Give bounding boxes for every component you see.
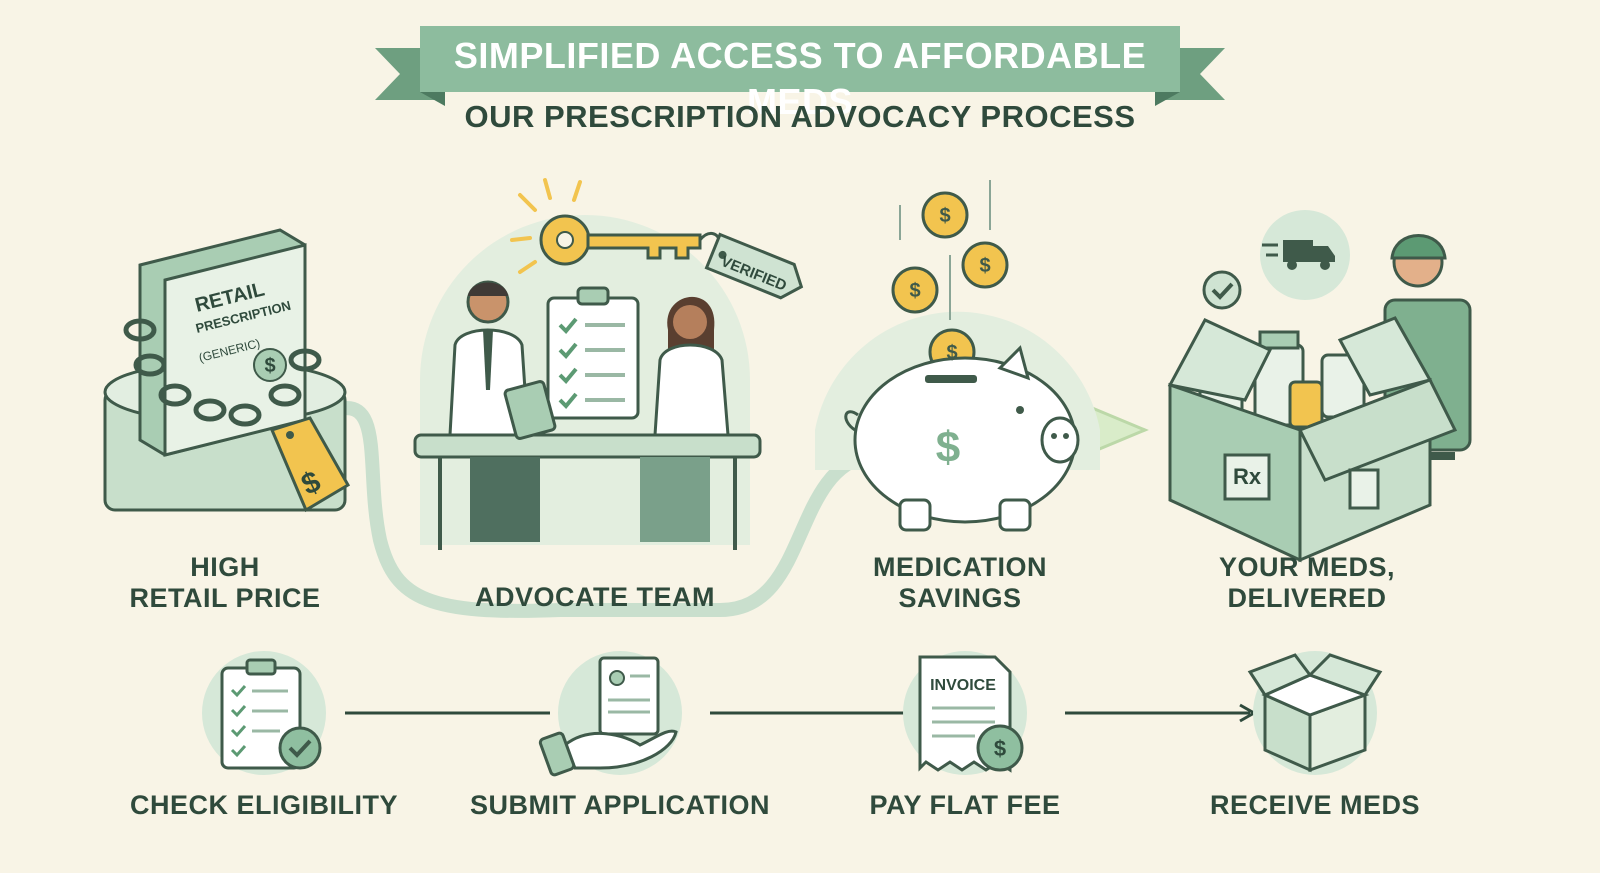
step-label-receive-meds: RECEIVE MEDS xyxy=(1209,790,1421,820)
stage-label-advocate-team: ADVOCATE TEAM xyxy=(455,582,735,613)
clipboard-check-icon xyxy=(202,651,326,775)
invoice-icon xyxy=(903,651,1027,775)
page-title: SIMPLIFIED ACCESS TO AFFORDABLE MEDS xyxy=(453,35,1147,122)
check-badge-icon xyxy=(1202,270,1242,310)
stage-label-high-retail-price: HIGH RETAIL PRICE xyxy=(85,552,365,614)
step-label-pay-flat-fee: PAY FLAT FEE xyxy=(869,790,1061,820)
stage-label-line: DELIVERED xyxy=(1227,583,1387,613)
page-subtitle: OUR PRESCRIPTION ADVOCACY PROCESS xyxy=(464,99,1136,134)
rx-symbol: Rx xyxy=(1233,464,1262,489)
svg-text:$: $ xyxy=(939,205,950,227)
step-label-check-eligibility: CHECK ELIGIBILITY xyxy=(129,790,398,820)
advocate-team-illustration xyxy=(413,178,804,550)
stage-label-line: ADVOCATE TEAM xyxy=(475,582,715,612)
svg-text:$: $ xyxy=(909,280,920,302)
chained-prescription-box-icon xyxy=(103,228,351,513)
step-label-submit-application: SUBMIT APPLICATION xyxy=(470,790,770,820)
svg-text:$: $ xyxy=(946,342,957,364)
piggy-bank-icon xyxy=(815,180,1100,532)
coin-dollar-symbols: $ $ $ $ xyxy=(909,205,990,364)
invoice-label: INVOICE xyxy=(930,677,996,694)
title-banner xyxy=(375,26,1225,106)
package-icon xyxy=(1247,651,1383,775)
delivery-truck-icon xyxy=(1262,240,1335,270)
stage-label-medication-savings: MEDICATION SAVINGS xyxy=(820,552,1100,614)
stage-label-line: MEDICATION xyxy=(873,552,1047,582)
invoice-dollar-symbol: $ xyxy=(994,736,1006,761)
delivery-box-icon xyxy=(1167,210,1472,563)
flow-path xyxy=(328,401,1087,618)
box-dollar-symbol: $ xyxy=(264,355,275,377)
svg-text:$: $ xyxy=(979,255,990,277)
stage-label-line: RETAIL PRICE xyxy=(129,583,321,613)
stage-label-meds-delivered: YOUR MEDS, DELIVERED xyxy=(1167,552,1447,614)
piggy-dollar-symbol: $ xyxy=(936,423,960,472)
stage-label-line: YOUR MEDS, xyxy=(1218,552,1396,582)
coin-icon xyxy=(891,191,1009,376)
stage-label-line: SAVINGS xyxy=(898,583,1022,613)
stage-label-line: HIGH xyxy=(190,552,260,582)
application-hand-icon xyxy=(538,651,682,777)
